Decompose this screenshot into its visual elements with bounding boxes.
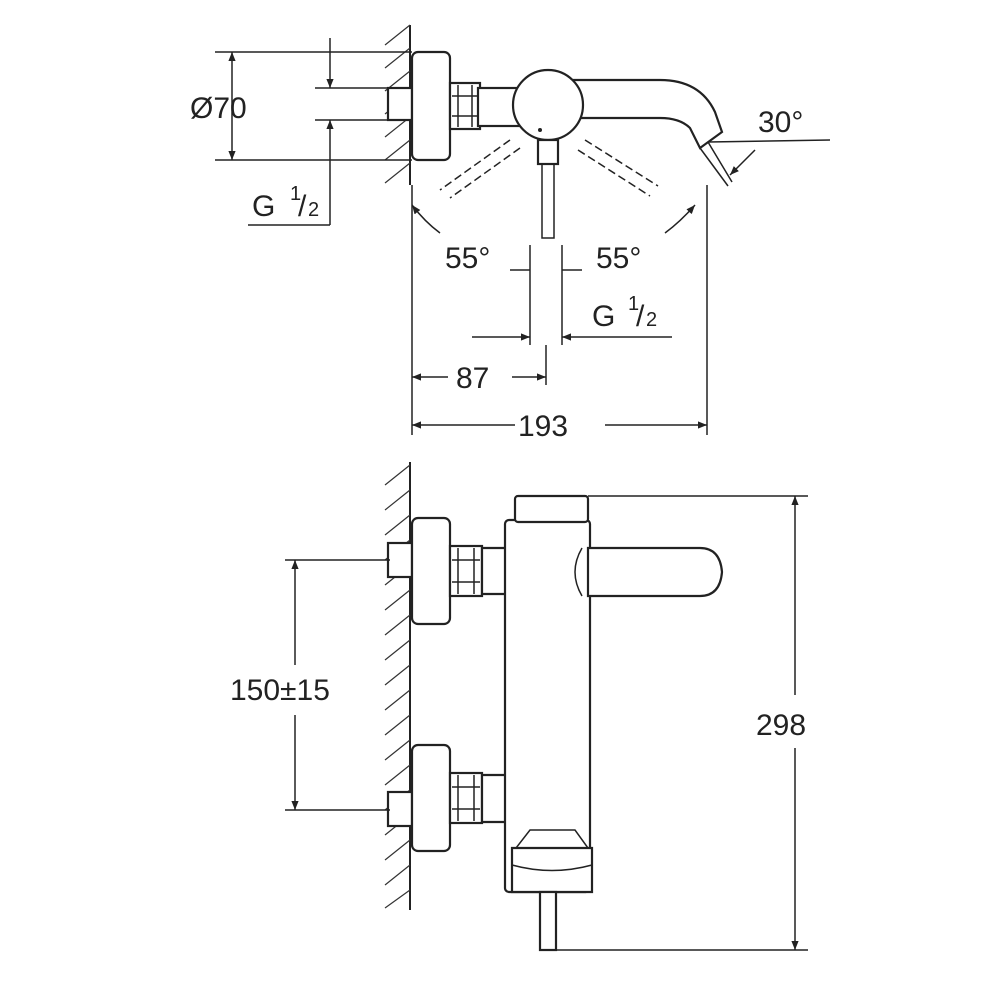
dim-150-label: 150±15 [230,674,330,707]
diameter-label: Ø70 [190,92,247,125]
shower-outlet [538,890,558,952]
thread-left-den: 2 [308,199,319,221]
angle-right-label: 55° [596,242,641,275]
lever-swing-left [439,139,521,199]
dimension-87: 87 [411,185,547,435]
dim-87-label: 87 [456,362,489,395]
angle-spout-label: 30° [758,106,803,139]
lever-swing-right [577,139,659,197]
dimension-298: 298 [556,495,808,951]
dimension-thread-bottom: G 1 / 2 [472,245,672,345]
nut-upper [448,544,484,598]
dimension-diameter: Ø70 [190,51,412,161]
thread-left-slash: / [298,190,307,223]
dimension-angle-left: 55° [411,204,490,275]
thread-bottom-den: 2 [646,309,657,331]
thread-left-g: G [252,190,275,223]
wall-front [384,462,411,910]
wall-connector-lower [386,790,414,828]
dimension-angle-right: 55° [596,204,696,275]
spout-front [586,546,724,598]
thread-bottom-slash: / [636,300,645,333]
thread-left-num: 1 [290,183,301,205]
dimension-193: 193 [412,185,708,443]
mixer-body-top [511,68,585,142]
dim-298-label: 298 [756,709,806,742]
rosette-top [410,50,452,162]
wall-connector-upper [386,541,414,579]
dimension-angle-spout: 30° [699,106,831,187]
thread-bottom-g: G [592,300,615,333]
lever-top [536,138,560,166]
spout-top [546,78,724,150]
wall-connector-top [386,86,414,122]
dimension-thread-left: G 1 / 2 [248,38,390,226]
mixer-body-front [503,518,592,894]
front-view: 150±15 298 [230,462,808,952]
dim-193-label: 193 [518,410,568,443]
lever-front [513,494,590,524]
angle-left-label: 55° [445,242,490,275]
thread-bottom-num: 1 [628,293,639,315]
top-view: Ø70 G 1 / 2 30° 55° 55° [190,24,831,443]
rosette-lower [410,743,452,853]
dimension-150: 150±15 [230,559,390,811]
nut-lower [448,771,484,825]
rosette-upper [410,516,452,626]
nut-top [448,81,482,131]
